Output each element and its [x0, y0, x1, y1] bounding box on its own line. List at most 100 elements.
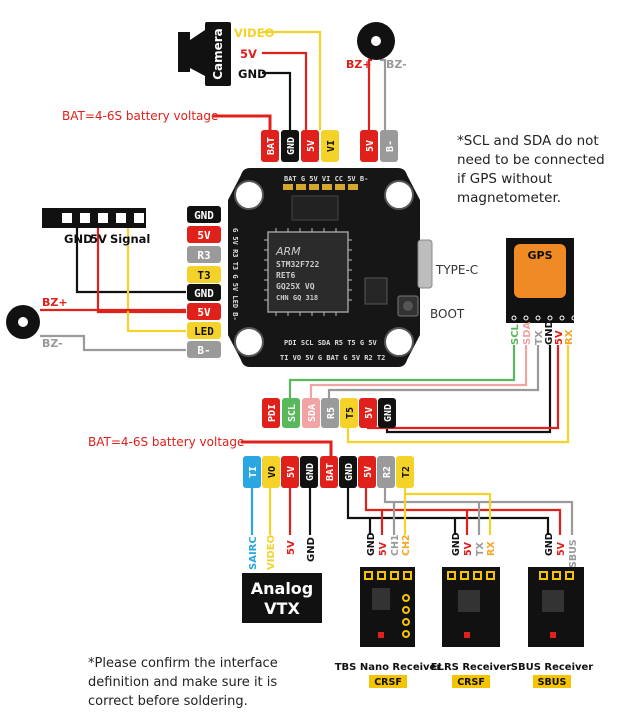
board-top-silk: BAT G 5V VI CC 5V B- — [284, 175, 368, 183]
sbus-pin-sbus: SBUS — [568, 539, 579, 568]
camera: Camera VIDEO 5V GND — [178, 22, 275, 86]
rx-pad-5v: 5V — [363, 466, 374, 478]
buzzer-left: BZ+ BZ- — [6, 296, 68, 350]
receiver-sbus: GND 5V SBUS SBUS Receiver SBUS — [511, 532, 594, 688]
rx-gnd-wire — [346, 488, 550, 535]
tbs-receiver-name: TBS Nano Receiver — [335, 662, 442, 673]
mcu-lot-text: GQ25X VQ — [276, 282, 315, 291]
led-gnd-wire — [75, 228, 186, 294]
vtx-pin-sairc: SAIRC — [248, 536, 259, 570]
battery-voltage-label-top: BAT=4-6S battery voltage — [62, 109, 218, 123]
vtx-pin-gnd: GND — [306, 537, 317, 562]
top-pad-buzzer-5v: 5V — [365, 140, 376, 152]
rx-pad-r2: R2 — [382, 466, 393, 478]
mount-hole — [384, 180, 414, 210]
led-label-5v: 5V — [90, 232, 107, 246]
elrs-badge-text: CRSF — [457, 677, 485, 688]
mid-pad-gnd: GND — [383, 404, 394, 422]
analog-vtx: SAIRC VIDEO 5V GND Analog VTX — [242, 535, 322, 623]
camera-lens-back — [178, 32, 190, 72]
gps-pin-tx: TX — [534, 330, 545, 345]
left-pad-5v-2: 5V — [197, 306, 211, 319]
mcu-arm-text: ARM — [275, 245, 301, 258]
top-pad-gnd: GND — [286, 137, 297, 155]
top-pad-vi: VI — [326, 140, 337, 152]
led-signal-wire — [126, 228, 186, 333]
left-pad-5v-1: 5V — [197, 229, 211, 242]
tbs-pin-ch2: CH2 — [401, 534, 412, 556]
mcu-chip: ARM STM32F722 RET6 GQ25X VQ CHN GQ 318 — [264, 228, 352, 316]
tbs-pin-5v: 5V — [378, 541, 389, 556]
left-pad-r3: R3 — [197, 249, 210, 262]
camera-label: Camera — [211, 28, 225, 80]
wires — [40, 30, 574, 535]
mid-pad-pdi: PDI — [267, 404, 278, 422]
elrs-pin-gnd: GND — [451, 532, 462, 556]
vtx-pads: TI VO 5V GND BAT — [243, 456, 338, 488]
led-label-signal: Signal — [110, 232, 150, 246]
typec-label: TYPE-C — [435, 263, 478, 277]
soldering-confirm-note: *Please confirm the interface definition… — [88, 656, 278, 709]
buzzer-left-minus-label: BZ- — [42, 337, 63, 350]
tbs-pin-ch1: CH1 — [390, 534, 401, 556]
led-strip: GND 5V Signal — [42, 208, 150, 246]
gps-pin-5v: 5V — [554, 330, 565, 345]
mount-hole — [234, 180, 264, 210]
buzzer-minus-label: BZ- — [386, 58, 407, 71]
receiver-tbs: GND 5V CH1 CH2 TBS Nano Receiver CRSF — [335, 532, 442, 688]
mid-pad-r5: R5 — [326, 407, 337, 419]
camera-pin-5v: 5V — [240, 47, 257, 61]
camera-lens — [190, 30, 205, 76]
battery-wire-top — [213, 114, 272, 130]
elrs-pin-rx: RX — [486, 541, 497, 556]
mcu-model-text: STM32F722 — [276, 260, 320, 269]
vtx-title-line2: VTX — [264, 599, 300, 618]
vtx-pad-ti: TI — [248, 466, 259, 478]
vtx-pin-video: VIDEO — [266, 535, 277, 570]
buzzer-plus-label: BZ+ — [346, 58, 372, 71]
gps-sda-wire — [309, 345, 528, 398]
vtx-pad-5v: 5V — [286, 466, 297, 478]
gps-gnd-wire — [385, 345, 552, 434]
sbus-pin-gnd: GND — [544, 532, 555, 556]
board-bottom-silk-2: TI VO 5V G BAT G 5V R2 T2 — [280, 354, 385, 362]
receiver-elrs: GND 5V TX RX ELRS Receiver CRSF — [431, 532, 511, 688]
mcu-variant-text: RET6 — [276, 271, 295, 280]
left-pad-gnd-2: GND — [194, 287, 214, 300]
boot-label: BOOT — [430, 307, 465, 321]
gps-scl-wire — [288, 345, 516, 398]
gps-rx-wire — [346, 345, 570, 444]
gps-pin-rx: RX — [564, 329, 575, 345]
mid-pad-t5: T5 — [345, 407, 356, 419]
buzzer-plus-wire-top — [367, 58, 372, 130]
mid-pads: PDI SCL SDA R5 T5 5V GND — [262, 398, 396, 428]
mid-pad-sda: SDA — [307, 404, 318, 422]
top-pad-5v: 5V — [306, 140, 317, 152]
elrs-pin-5v: 5V — [463, 541, 474, 556]
rx-pads: GND 5V R2 T2 — [339, 456, 414, 488]
camera-pin-gnd: GND — [238, 67, 267, 81]
usb-typec-port — [417, 239, 433, 289]
flight-controller-board: BAT G 5V VI CC 5V B- ARM STM32F722 RET6 … — [228, 168, 433, 367]
rx-5v-wire — [364, 488, 562, 535]
left-pad-gnd-1: GND — [194, 209, 214, 222]
elrs-badge — [452, 675, 490, 688]
sbus-badge — [533, 675, 571, 688]
vtx-pad-gnd: GND — [305, 463, 316, 481]
left-pads: GND 5V R3 T3 GND 5V LED B- — [187, 206, 221, 358]
rx-t2-wire — [403, 488, 492, 535]
elrs-pin-tx: TX — [475, 542, 486, 556]
tbs-pin-gnd: GND — [366, 532, 377, 556]
tbs-badge — [369, 675, 407, 688]
top-pads: BAT GND 5V VI 5V B- — [261, 130, 398, 162]
tbs-badge-text: CRSF — [374, 677, 402, 688]
camera-gnd-wire — [262, 71, 292, 130]
rx-pad-t2: T2 — [401, 466, 412, 478]
camera-pin-video: VIDEO — [234, 26, 275, 40]
vtx-body — [242, 573, 322, 623]
sbus-receiver-name: SBUS Receiver — [511, 662, 594, 673]
gps-module: GPS SCL SDA TX GND 5V RX — [506, 238, 577, 345]
buzzer-minus-wire-top — [380, 58, 387, 130]
battery-voltage-label-bottom: BAT=4-6S battery voltage — [88, 435, 244, 449]
